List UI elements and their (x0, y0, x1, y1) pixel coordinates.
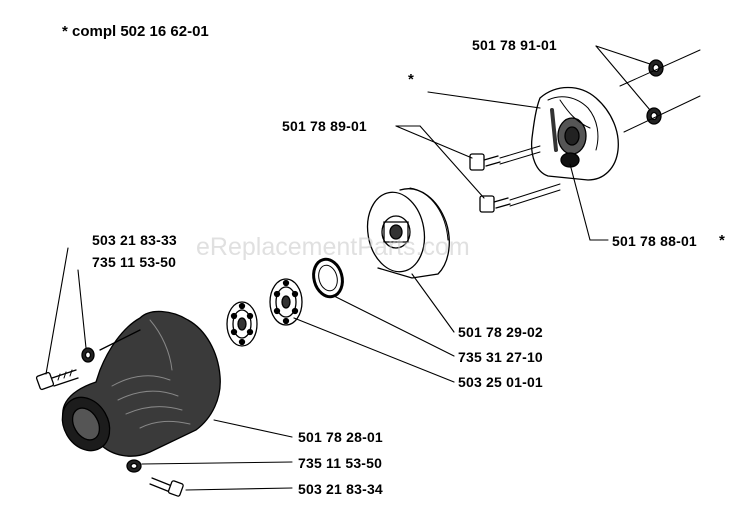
housing-part (61, 310, 221, 457)
label-upper-screw: 503 21 83-33 (92, 232, 177, 248)
shoe-label-marker: * (719, 232, 725, 249)
label-drum: 501 78 29-02 (458, 324, 543, 340)
bearing-left-part (226, 301, 258, 347)
clutch-shoe-assembly-part (530, 86, 619, 181)
label-bolt-pair: 501 78 89-01 (282, 118, 367, 134)
shoe-marker: * (408, 71, 414, 88)
label-washer-pair: 501 78 91-01 (472, 37, 557, 53)
shoe-bolt-lower-part (479, 183, 561, 213)
leader-lines (45, 45, 651, 491)
label-shoe-assembly: 501 78 88-01 (612, 233, 697, 249)
label-snap-ring: 735 31 27-10 (458, 349, 543, 365)
assembly-note: * compl 502 16 62-01 (62, 23, 209, 40)
bearing-right-part (269, 278, 303, 326)
label-bearing: 503 25 01-01 (458, 374, 543, 390)
label-lower-washer: 735 11 53-50 (298, 455, 383, 471)
lower-washer-part (126, 459, 142, 473)
shoe-bolt-upper-part (469, 145, 541, 171)
lower-screw-part (149, 477, 184, 497)
snap-ring-part (312, 257, 344, 299)
label-housing: 501 78 28-01 (298, 429, 383, 445)
upper-washer-part (81, 347, 95, 363)
watermark-text: eReplacementParts.com (196, 233, 470, 261)
label-upper-washer: 735 11 53-50 (92, 254, 177, 270)
upper-screw-part (35, 369, 79, 391)
label-lower-screw: 503 21 83-34 (298, 481, 383, 497)
clutch-drum-part (366, 187, 450, 279)
